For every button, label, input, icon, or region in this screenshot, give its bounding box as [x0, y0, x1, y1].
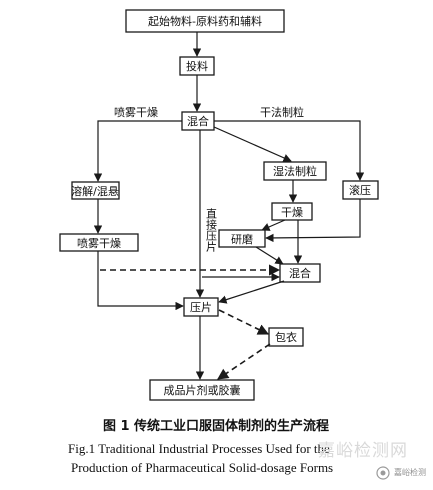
label-mixing-1: 混合	[187, 114, 209, 128]
box-start	[125, 9, 285, 33]
label-final-product: 成品片剂或胶囊	[164, 383, 241, 397]
caption-english-line2: Production of Pharmaceutical Solid-dosag…	[71, 460, 333, 475]
edge-dashed-tableting-to-coating	[218, 309, 270, 335]
box-coating	[268, 327, 304, 347]
label-tableting: 压片	[190, 301, 212, 314]
label-feeding: 投料	[186, 59, 208, 73]
box-drying	[271, 202, 313, 221]
box-dissolve-suspend	[71, 181, 120, 200]
label-wet-granulation: 湿法制粒	[273, 164, 317, 178]
label-drying: 干燥	[281, 206, 303, 219]
edge-mixing2-to-tableting	[218, 280, 285, 304]
edge-spray-dry-to-tableting	[97, 251, 184, 311]
watermark-handle: 嘉峪检测	[394, 468, 426, 477]
label-roller-compaction: 滚压	[349, 183, 371, 197]
label-coating: 包衣	[275, 330, 297, 344]
edge-grinding-to-mixing2	[255, 246, 284, 265]
box-spray-dry	[59, 233, 139, 252]
edge-mixing-to-dissolve	[93, 120, 182, 182]
label-dissolve-suspend: 溶解/混悬	[71, 184, 119, 198]
caption-chinese: 图 1 传统工业口服固体制剂的生产流程	[103, 418, 329, 434]
edge-mixing-to-roller	[214, 120, 365, 181]
edge-label-spray-dry: 喷雾干燥	[114, 106, 158, 119]
box-final-product	[149, 379, 255, 401]
caption-english-line1: Fig.1 Traditional Industrial Processes U…	[68, 441, 330, 456]
box-wet-granulation	[263, 161, 327, 181]
watermark-logo-icon	[376, 466, 390, 480]
edge-drying-to-grinding	[261, 219, 286, 231]
label-start: 起始物料-原料药和辅料	[148, 14, 262, 28]
edge-roller-to-grinding	[265, 199, 361, 243]
watermark-text: 嘉峪检测网	[318, 441, 408, 458]
edge-dashed-coating-to-final	[217, 343, 271, 380]
edge-mixing-to-wet	[213, 126, 292, 162]
label-mixing-2: 混合	[289, 266, 311, 280]
edge-label-direct-compression: 直接压片	[205, 207, 218, 253]
label-spray-dry-box: 喷雾干燥	[77, 237, 121, 250]
box-tableting	[183, 297, 219, 317]
box-grinding	[218, 229, 266, 248]
edge-label-dry-granulation: 干法制粒	[260, 105, 304, 119]
label-grinding: 研磨	[231, 233, 253, 246]
